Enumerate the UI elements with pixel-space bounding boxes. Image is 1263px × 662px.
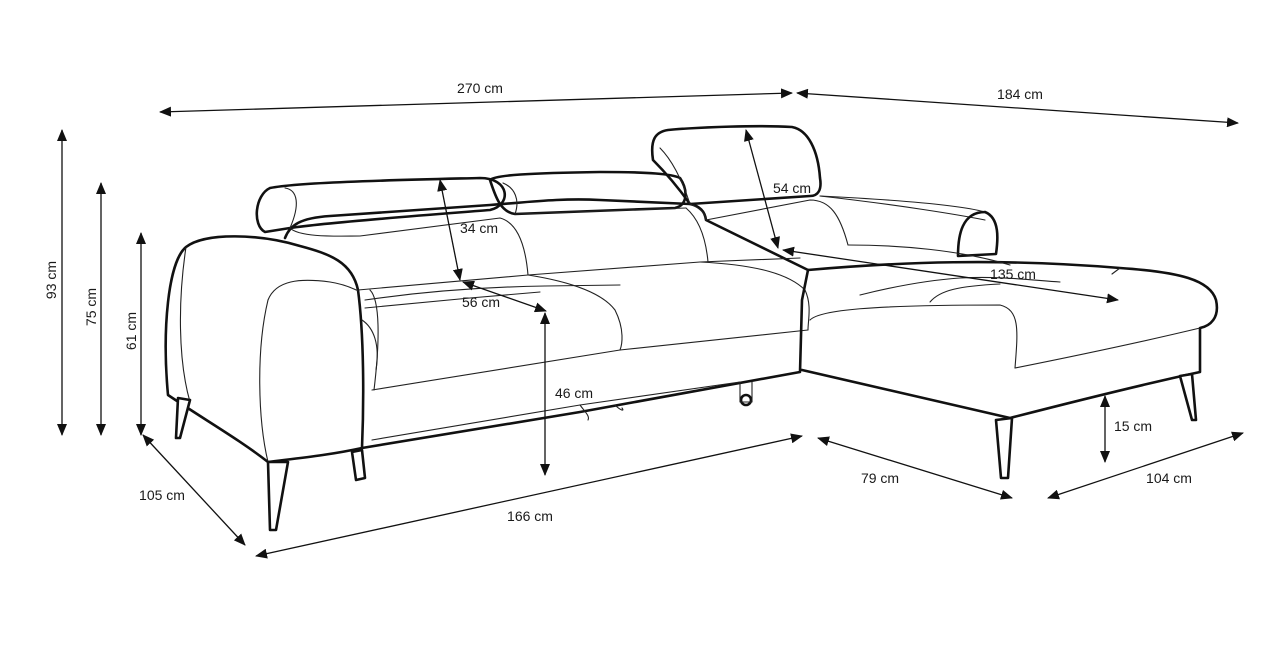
label-total-height: 93 cm — [43, 261, 59, 299]
label-armrest-height: 75 cm — [83, 288, 99, 326]
leg-middle — [350, 448, 367, 482]
dim-line-105 — [142, 434, 246, 546]
leg-chaise-front — [994, 416, 1014, 480]
label-chaise-width: 104 cm — [1146, 470, 1192, 486]
roller — [739, 393, 753, 407]
dim-line-135 — [782, 246, 1119, 304]
left-headrest — [255, 176, 507, 234]
label-depth: 105 cm — [139, 487, 185, 503]
label-headrest-extension: 34 cm — [460, 220, 498, 236]
dim-line-104 — [1047, 431, 1244, 500]
label-seat-back-height: 61 cm — [123, 312, 139, 350]
label-chaise-length: 184 cm — [997, 86, 1043, 102]
dimension-labels: 270 cm 184 cm 93 cm 75 cm 61 cm 34 cm 56… — [43, 80, 1192, 524]
label-seat-depth: 56 cm — [462, 294, 500, 310]
label-headrest-raised: 54 cm — [773, 180, 811, 196]
label-corner-to-chaise: 79 cm — [861, 470, 899, 486]
label-seat-height: 46 cm — [555, 385, 593, 401]
label-front-length: 166 cm — [507, 508, 553, 524]
leg-chaise-back — [1178, 372, 1198, 422]
dim-line-270 — [159, 88, 793, 117]
dim-line-34 — [437, 179, 463, 281]
dim-line-54 — [744, 129, 780, 249]
label-total-length: 270 cm — [457, 80, 503, 96]
middle-headrest — [488, 170, 687, 216]
dim-line-166 — [255, 433, 803, 559]
chaise-body — [800, 260, 1219, 420]
label-chaise-seat-length: 135 cm — [990, 266, 1036, 282]
dim-line-56 — [462, 280, 547, 313]
dim-line-184 — [796, 88, 1239, 128]
left-armrest — [164, 235, 365, 464]
front-rail — [360, 268, 810, 450]
main-back — [283, 198, 810, 272]
sofa-drawing — [164, 124, 1219, 532]
dim-line-79 — [817, 436, 1013, 500]
label-leg-height: 15 cm — [1114, 418, 1152, 434]
dimension-lines — [57, 88, 1244, 559]
leg-back-left — [174, 396, 192, 440]
seat-cushions — [357, 257, 801, 291]
leg-front-left — [266, 460, 290, 532]
